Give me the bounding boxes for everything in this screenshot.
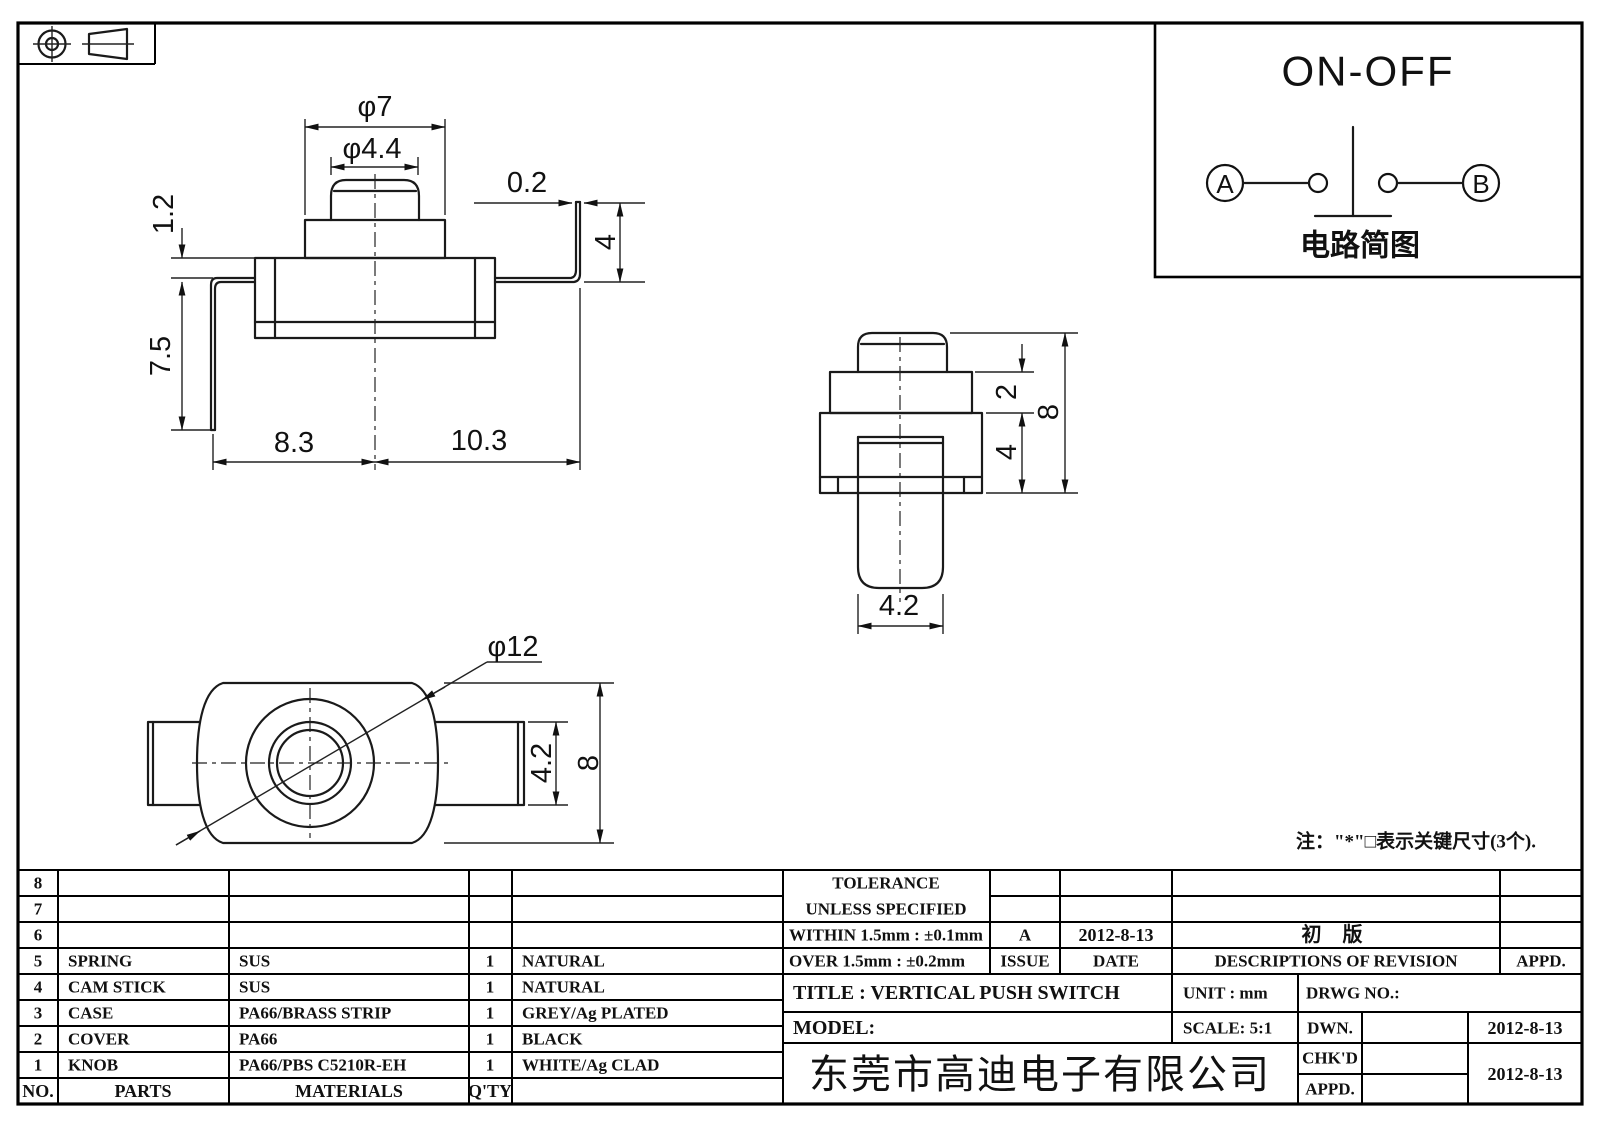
row-part: CASE <box>68 1004 113 1023</box>
company-name: 东莞市高迪电子有限公司 <box>809 1053 1271 1097</box>
row-qty: 1 <box>486 1056 495 1075</box>
row-no: 2 <box>34 1030 43 1049</box>
model-label: MODEL: <box>793 1017 875 1039</box>
dwn-label: DWN. <box>1307 1019 1353 1038</box>
row-no: 7 <box>34 900 43 919</box>
dim-front-case-offset: 1.2 <box>148 194 180 234</box>
sheet-border <box>16 21 1584 1106</box>
row-part: COVER <box>68 1030 130 1049</box>
row-material: PA66/BRASS STRIP <box>239 1004 391 1023</box>
date-label: DATE <box>1093 952 1139 971</box>
chkd-date: 2012-8-13 <box>1488 1064 1563 1084</box>
dim-front-terminal-length: 7.5 <box>145 336 177 376</box>
title-block: TITLE : VERTICAL PUSH SWITCH UNIT : mm D… <box>793 982 1563 1099</box>
row-no: 8 <box>34 874 43 893</box>
issue-date: 2012-8-13 <box>1079 925 1154 945</box>
row-qty: 1 <box>486 952 495 971</box>
chkd-label: CHK'D <box>1302 1049 1358 1068</box>
header-materials: MATERIALS <box>295 1081 403 1101</box>
dim-side-total-height: 8 <box>1033 404 1065 420</box>
circuit-caption: 电路简图 <box>1300 229 1420 263</box>
row-no: 6 <box>34 926 43 945</box>
dim-front-right-span: 10.3 <box>451 425 507 457</box>
issue-value: A <box>1019 926 1032 945</box>
revision-description: 初 版 <box>1302 922 1371 946</box>
circuit-box: ON-OFF A B 电路简图 <box>1153 21 1584 279</box>
revision-block: TOLERANCE UNLESS SPECIFIED WITHIN 1.5mm … <box>789 874 1566 971</box>
row-color: NATURAL <box>522 952 605 971</box>
table-grid <box>18 869 1582 1104</box>
dim-side-cover-height: 2 <box>991 384 1023 400</box>
dim-bottom-body-height: 8 <box>573 755 605 771</box>
switch-symbol-icon <box>1205 125 1501 218</box>
row-qty: 1 <box>486 1030 495 1049</box>
row-color: WHITE/Ag CLAD <box>522 1056 659 1075</box>
appd-label: APPD. <box>1305 1080 1355 1099</box>
row-color: GREY/Ag PLATED <box>522 1004 669 1023</box>
dim-front-knob-top: φ4.4 <box>342 133 401 165</box>
appd-column-label: APPD. <box>1516 952 1566 971</box>
tolerance-over: OVER 1.5mm : ±0.2mm <box>789 952 965 971</box>
row-no: 1 <box>34 1056 43 1075</box>
descriptions-label: DESCRIPTIONS OF REVISION <box>1214 952 1458 971</box>
dim-bottom-terminal-width: 4.2 <box>526 743 558 783</box>
dim-front-knob-outer: φ7 <box>358 91 393 123</box>
row-material: PA66/PBS C5210R-EH <box>239 1056 406 1075</box>
row-color: BLACK <box>522 1030 583 1049</box>
header-qty: Q'TY <box>468 1081 512 1101</box>
terminal-b-label: B <box>1472 169 1489 199</box>
row-part: CAM STICK <box>68 978 167 997</box>
row-material: SUS <box>239 978 270 997</box>
drawing-title: TITLE : VERTICAL PUSH SWITCH <box>793 982 1120 1004</box>
header-parts: PARTS <box>114 1081 171 1101</box>
unit-label: UNIT : mm <box>1183 984 1268 1003</box>
tolerance-subtitle: UNLESS SPECIFIED <box>805 900 966 919</box>
dim-side-terminal-width: 4.2 <box>879 590 919 622</box>
key-dimension-note: 注："*"□表示关键尺寸(3个). <box>1296 830 1536 853</box>
row-no: 3 <box>34 1004 43 1023</box>
dim-side-case-height: 4 <box>991 444 1023 460</box>
parts-table: 8 7 6 5 4 3 2 1 SPRING CAM STICK CASE CO… <box>22 874 668 1102</box>
row-material: PA66 <box>239 1030 277 1049</box>
row-material: SUS <box>239 952 270 971</box>
row-qty: 1 <box>486 978 495 997</box>
drwg-no-label: DRWG NO.: <box>1306 984 1400 1003</box>
side-view: 2 4 8 4.2 <box>818 331 1078 634</box>
projection-symbol <box>18 23 156 65</box>
target-circle-icon <box>33 26 71 62</box>
row-part: SPRING <box>68 952 132 971</box>
row-no: 4 <box>34 978 43 997</box>
cone-projection-icon <box>82 27 134 61</box>
scale-label: SCALE: 5:1 <box>1183 1019 1272 1038</box>
bottom-view: φ12 4.2 8 <box>146 631 614 846</box>
dim-front-left-span: 8.3 <box>274 427 314 459</box>
dim-bottom-body-dia: φ12 <box>487 631 538 663</box>
tolerance-title: TOLERANCE <box>832 874 939 893</box>
front-view: φ7 φ4.4 0.2 4 1.2 7.5 8.3 10.3 <box>145 91 645 470</box>
issue-label: ISSUE <box>1000 952 1049 971</box>
row-no: 5 <box>34 952 43 971</box>
dim-front-terminal-thickness: 0.2 <box>507 167 547 199</box>
row-part: KNOB <box>68 1056 118 1075</box>
tolerance-within: WITHIN 1.5mm : ±0.1mm <box>789 926 983 945</box>
terminal-a-label: A <box>1216 169 1234 199</box>
dwn-date: 2012-8-13 <box>1488 1018 1563 1038</box>
row-qty: 1 <box>486 1004 495 1023</box>
header-no: NO. <box>22 1081 54 1101</box>
circuit-title: ON-OFF <box>1282 48 1455 95</box>
row-color: NATURAL <box>522 978 605 997</box>
dim-front-terminal-height: 4 <box>590 234 622 250</box>
